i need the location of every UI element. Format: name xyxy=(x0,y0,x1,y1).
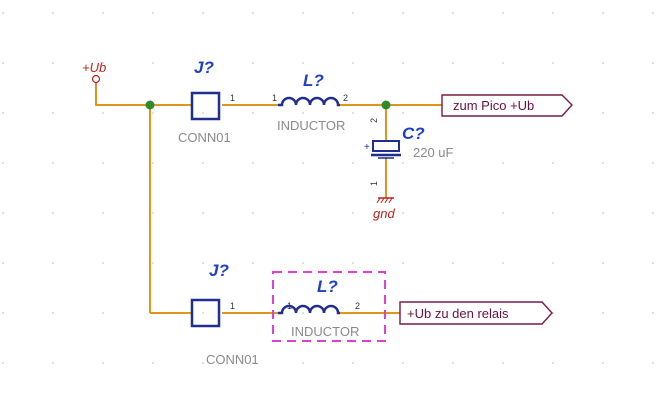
pin-number: 2 xyxy=(355,301,360,311)
inductor-coil-icon xyxy=(278,96,340,107)
polarity-plus-icon: + xyxy=(364,142,370,153)
connector-value: CONN01 xyxy=(178,130,231,145)
pin-number: 1 xyxy=(287,301,292,311)
connector-ref: J? xyxy=(209,261,229,280)
ub-power-symbol[interactable]: +Ub xyxy=(82,60,106,86)
junction-dot xyxy=(381,100,391,110)
inductor-l2[interactable]: L? INDUCTOR 1 2 xyxy=(272,271,386,342)
ub-label: +Ub xyxy=(82,60,106,75)
wires xyxy=(95,86,442,314)
connector-body-icon xyxy=(190,298,221,328)
pin-number: 1 xyxy=(369,181,379,186)
pin-number: 1 xyxy=(272,93,277,103)
port-zu-den-relais[interactable]: +Ub zu den relais xyxy=(399,301,553,325)
port-zum-pico[interactable]: zum Pico +Ub xyxy=(441,94,573,117)
connector-ref: J? xyxy=(194,58,214,77)
inductor-value: INDUCTOR xyxy=(277,118,345,133)
gnd-power-symbol[interactable]: gnd xyxy=(373,197,395,221)
port-arrow-icon xyxy=(399,301,553,325)
port-label: zum Pico +Ub xyxy=(453,98,534,113)
connector-j2[interactable]: J? CONN01 1 xyxy=(190,261,259,367)
connector-body-icon xyxy=(190,91,221,121)
connector-value: CONN01 xyxy=(206,352,259,367)
power-terminal-icon xyxy=(91,74,101,84)
capacitor-value: 220 uF xyxy=(413,145,454,160)
inductor-coil-icon xyxy=(278,304,340,315)
pin-number: 2 xyxy=(369,118,379,123)
capacitor-plate-icon xyxy=(372,140,400,152)
pin-number: 1 xyxy=(230,93,235,103)
inductor-l1[interactable]: L? INDUCTOR 1 2 xyxy=(272,71,348,133)
inductor-ref: L? xyxy=(317,277,338,296)
pin-number: 2 xyxy=(343,93,348,103)
capacitor-c1[interactable]: + C? 220 uF 2 1 xyxy=(364,118,454,186)
connector-j1[interactable]: J? CONN01 1 xyxy=(178,58,235,145)
junction-dot xyxy=(145,100,155,110)
port-label: +Ub zu den relais xyxy=(407,306,509,321)
gnd-label: gnd xyxy=(373,206,395,221)
pin-number: 1 xyxy=(230,301,235,311)
wire-ub-to-j1[interactable] xyxy=(95,86,192,106)
inductor-ref: L? xyxy=(303,71,324,90)
inductor-value: INDUCTOR xyxy=(291,324,359,339)
port-arrow-icon xyxy=(441,94,573,117)
capacitor-ref: C? xyxy=(402,124,425,143)
